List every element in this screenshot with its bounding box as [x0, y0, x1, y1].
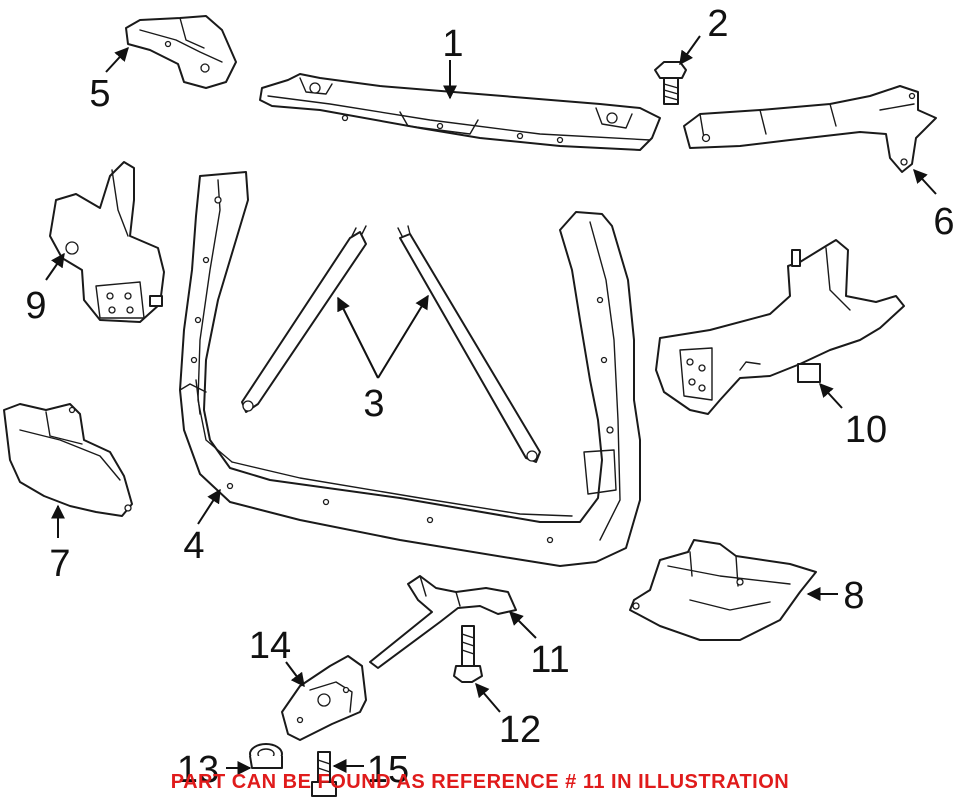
callout-3: 3 — [363, 383, 384, 425]
part-9-bracket — [49, 161, 165, 323]
part-4-lower-support-frame — [179, 171, 641, 567]
part-10-mount-bracket — [655, 239, 905, 415]
callout-7: 7 — [49, 543, 70, 585]
part-14-bracket — [281, 655, 367, 741]
callout-4: 4 — [183, 525, 204, 567]
callout-14: 14 — [249, 625, 291, 667]
part-11-support-rod — [369, 575, 517, 669]
callout-15: 15 — [367, 749, 409, 791]
callout-numbers: 1 2 3 4 5 6 7 8 9 10 11 12 13 14 15 — [25, 3, 954, 791]
callout-1: 1 — [442, 23, 463, 65]
part-3-struts — [241, 225, 541, 463]
part-5-bracket — [125, 15, 237, 89]
callout-10: 10 — [845, 409, 887, 451]
callout-6: 6 — [933, 201, 954, 243]
callout-2: 2 — [707, 3, 728, 45]
reference-note: PART CAN BE FOUND AS REFERENCE # 11 IN I… — [170, 771, 790, 793]
part-15-stud — [311, 751, 337, 797]
callout-5: 5 — [89, 73, 110, 115]
callout-9: 9 — [25, 285, 46, 327]
part-2-bolt — [654, 61, 687, 105]
callout-13: 13 — [177, 749, 219, 791]
part-7-splash-shield — [3, 403, 133, 517]
callout-11: 11 — [530, 639, 569, 681]
part-12-bolt — [453, 625, 483, 683]
part-13-grommet — [249, 743, 283, 769]
leader-lines — [45, 35, 937, 775]
callout-8: 8 — [843, 575, 864, 617]
part-6-bracket — [683, 85, 937, 173]
part-1-upper-tie-bar — [259, 73, 661, 151]
part-8-splash-shield — [629, 539, 817, 641]
callout-12: 12 — [499, 709, 541, 751]
